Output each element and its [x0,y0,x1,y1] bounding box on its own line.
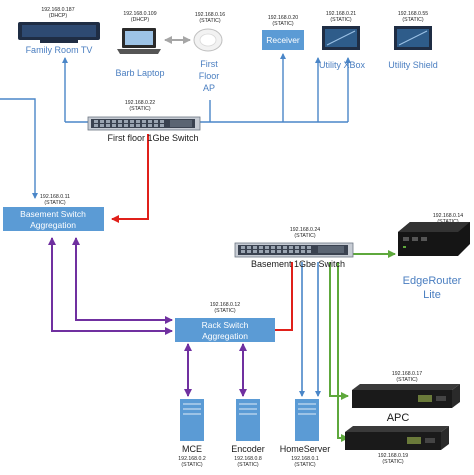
device-utility-xbox[interactable]: 192.168.0.21 (STATIC) Utility XBox [319,11,366,70]
home-server-label: HomeServer [280,444,331,454]
connectors [0,36,396,442]
xbox-ip: 192.168.0.21 [326,11,356,17]
switch-icon [87,116,201,131]
home-server-ip: 192.168.0.1 [291,456,319,462]
basement-agg-label-line-1: Basement Switch [20,209,86,219]
receiver-label: Receiver [266,35,300,45]
rack-agg-box [175,318,275,342]
basement-switch-label: Basement 1Gbe Switch [251,259,345,269]
ups-icon [345,426,449,450]
ff-switch-label: First floor 1Gbe Switch [107,133,198,143]
basement-agg-ip: 192.168.0.11 [40,194,70,200]
barb-laptop-label: Barb Laptop [115,68,164,78]
link-agg-purple-1 [48,237,173,335]
home-server-mode: (STATIC) [294,462,315,468]
encoder-label: Encoder [231,444,265,454]
server-icon [236,399,260,441]
device-utility-shield[interactable]: 192.168.0.55 (STATIC) Utility Shield [388,11,438,70]
basement-agg-label-line-2: Aggregation [30,220,76,230]
mce-label: MCE [182,444,202,454]
device-basement-switch[interactable]: 192.168.0.24 (STATIC) Basement 1Gbe Swit… [234,227,354,269]
server-icon [295,399,319,441]
ap-ip: 192.168.0.16 [195,12,225,18]
receiver-ip: 192.168.0.20 [268,15,298,21]
link-bs-to-apc-top [329,262,349,400]
tv-icon [322,26,360,50]
family-tv-label: Family Room TV [26,45,93,55]
encoder-mode: (STATIC) [237,462,258,468]
basement-agg-mode: (STATIC) [44,200,65,206]
switch-icon [234,242,354,258]
mce-ip: 192.168.0.2 [178,456,206,462]
shield-label: Utility Shield [388,60,438,70]
device-apc-bottom[interactable]: 192.168.0.19 (STATIC) [345,426,449,465]
ups-icon [352,384,460,408]
device-rack-switch-aggregation[interactable]: 192.168.0.12 (STATIC) Rack Switch Aggreg… [175,302,275,342]
tv-icon [18,22,100,43]
shield-mode: (STATIC) [402,17,423,23]
barb-laptop-ip: 192.168.0.109 [123,11,156,17]
server-icon [180,399,204,441]
rack-agg-mode: (STATIC) [214,308,235,314]
ap-label-line-1: First [200,59,218,69]
tv-icon [394,26,432,50]
device-apc-top[interactable]: 192.168.0.17 (STATIC) [352,371,460,408]
barb-laptop-mode: (DHCP) [131,17,149,23]
device-mce[interactable]: MCE 192.168.0.2 (STATIC) [178,399,206,468]
laptop-icon [117,28,161,54]
encoder-ip: 192.168.0.8 [234,456,262,462]
apc-bottom-ip: 192.168.0.19 [378,453,408,459]
rack-agg-label-line-1: Rack Switch [202,320,249,330]
basement-switch-ip: 192.168.0.24 [290,227,320,233]
ap-label-line-2: Floor [199,71,220,81]
apc-top-mode: (STATIC) [396,377,417,383]
link-ff-switch-to-basement-agg [111,134,149,223]
basement-switch-mode: (STATIC) [294,233,315,239]
access-point-icon [193,28,223,52]
link-left-to-basement-agg [0,98,38,199]
xbox-mode: (STATIC) [330,17,351,23]
xbox-label: Utility XBox [319,60,366,70]
device-receiver[interactable]: 192.168.0.20 (STATIC) Receiver [262,15,304,50]
apc-top-ip: 192.168.0.17 [392,371,422,377]
ap-label-line-3: AP [203,83,215,93]
edgerouter-label-line-1: EdgeRouter [403,275,462,287]
link-agg-purple-2 [72,237,173,324]
receiver-box [262,30,304,50]
device-edgerouter[interactable]: 192.168.0.14 (STATIC) EdgeRouter Lite [398,213,470,301]
rack-agg-label-line-2: Aggregation [202,331,248,341]
basement-agg-box [3,207,104,231]
ap-mode: (STATIC) [199,18,220,24]
device-home-server[interactable]: HomeServer 192.168.0.1 (STATIC) [280,399,331,468]
device-barb-laptop[interactable]: 192.168.0.109 (DHCP) Barb Laptop [115,11,164,78]
apc-bottom-mode: (STATIC) [382,459,403,465]
device-encoder[interactable]: Encoder 192.168.0.8 (STATIC) [231,399,265,468]
device-family-tv[interactable]: 192.168.0.187 (DHCP) Family Room TV [18,7,100,55]
apc-label: APC [387,412,410,424]
mce-mode: (STATIC) [181,462,202,468]
family-tv-ip: 192.168.0.187 [41,7,74,13]
ff-switch-mode: (STATIC) [129,106,150,112]
receiver-mode: (STATIC) [272,21,293,27]
edgerouter-ip: 192.168.0.14 [433,213,463,219]
device-first-floor-ap[interactable]: 192.168.0.16 (STATIC) First Floor AP [193,12,225,93]
rack-agg-ip: 192.168.0.12 [210,302,240,308]
link-bs-to-apc-bottom [337,262,349,442]
shield-ip: 192.168.0.55 [398,11,428,17]
device-first-floor-switch[interactable]: 192.168.0.22 (STATIC) First floor 1Gbe S… [87,100,201,143]
edgerouter-label-line-2: Lite [423,289,441,301]
family-tv-mode: (DHCP) [49,13,67,19]
ff-switch-ip: 192.168.0.22 [125,100,155,106]
device-basement-switch-aggregation[interactable]: 192.168.0.11 (STATIC) Basement Switch Ag… [3,194,104,231]
router-icon [398,222,470,256]
